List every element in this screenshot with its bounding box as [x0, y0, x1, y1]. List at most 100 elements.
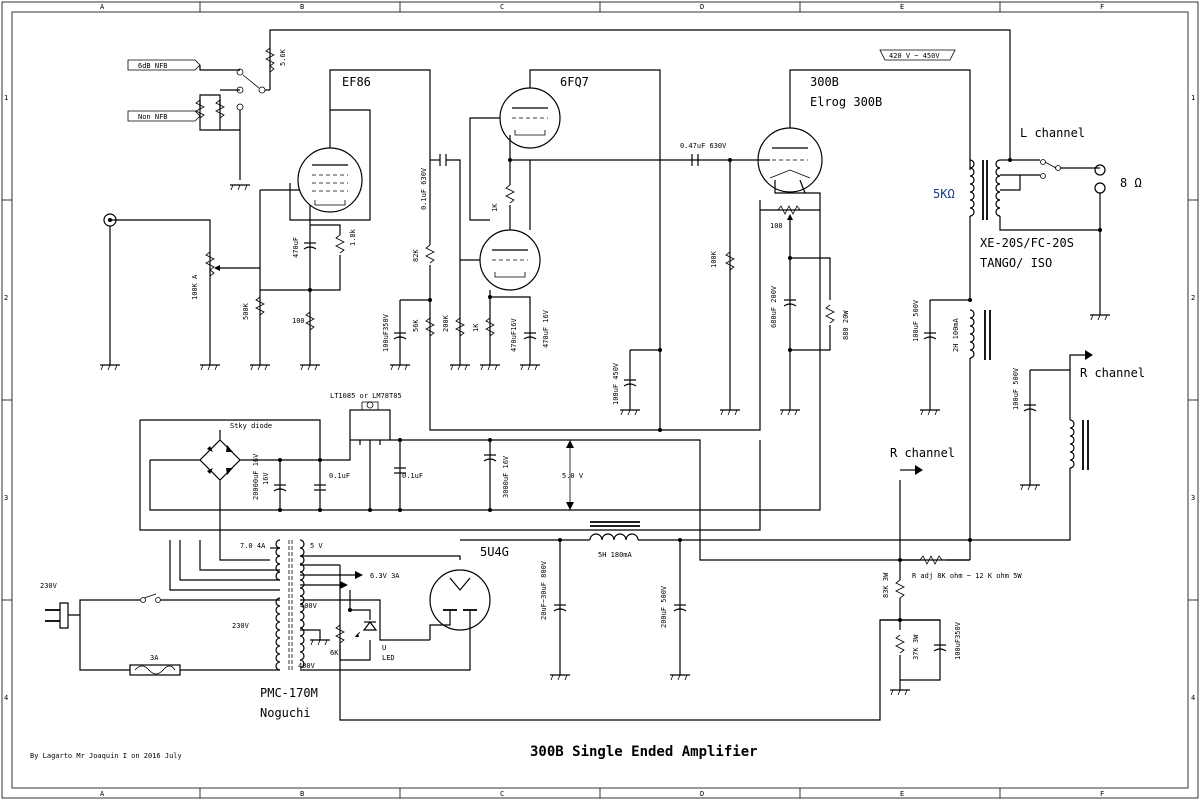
- r-56k-label: 56K: [412, 319, 420, 332]
- col-label-f: F: [1100, 3, 1104, 11]
- nfb-common-contact: [258, 86, 266, 94]
- r-82k-label: 82K: [412, 249, 420, 262]
- c-01uf-b-label: 0.1uF: [402, 472, 423, 480]
- row-label-4-right: 4: [1191, 694, 1195, 702]
- b-plus-rail: 420 V ~ 450V: [269, 29, 1011, 160]
- vol-label: 100K A: [191, 274, 199, 300]
- fuse-icon: [129, 664, 181, 676]
- heater-7a-label: 7.0 4A: [240, 542, 266, 550]
- r-880-label: 880 20W: [842, 310, 850, 340]
- r-100k-label: 100K: [710, 250, 718, 268]
- ptx-brand-label: Noguchi: [260, 706, 311, 720]
- r-channel-out-label: R channel: [1080, 366, 1145, 380]
- primary-label: 230V: [232, 622, 250, 630]
- c-100uf-500v-b-label: 100uF 500V: [1012, 367, 1020, 410]
- 300b-brand-label: Elrog 300B: [810, 95, 882, 109]
- col-label-b: B: [300, 3, 304, 11]
- power-supply: 230V 3A 230V 7.0 4A 5 V 6.3V: [40, 521, 940, 721]
- v-5-label: 5.0 V: [562, 472, 584, 480]
- nfb-contact-top: [236, 68, 244, 76]
- col-label-e: E: [900, 3, 904, 11]
- col-label-b-bottom: B: [300, 790, 304, 798]
- col-label-a: A: [100, 3, 105, 11]
- speaker-terminal-icon[interactable]: [1094, 164, 1106, 176]
- row-label-3: 3: [4, 494, 8, 502]
- 6fq7-stage: 6FQ7 1K 1K 470uF16V 470uF 16V: [460, 69, 700, 430]
- r-83k-label: 83K 3W: [882, 572, 890, 598]
- c-200uf-label: 200uF 500V: [660, 585, 668, 628]
- c-047uf-label: 0.47uF 630V: [680, 142, 727, 150]
- 5u4g-label: 5U4G: [480, 545, 509, 559]
- col-label-e-bottom: E: [900, 790, 904, 798]
- opt-impedance-label: 5KΩ: [933, 187, 955, 201]
- speaker-label: 8 Ω: [1120, 176, 1142, 190]
- r-channel-mid-label: R channel: [890, 446, 955, 460]
- r-200k-label: 200K: [442, 314, 450, 332]
- c-01uf-a-label: 0.1uF: [329, 472, 350, 480]
- c-20000uf-label: 20000uF 16V: [252, 453, 260, 500]
- c-100uf-450v-label: 100uF 450V: [612, 362, 620, 405]
- output-transformer: 5KΩ 8 Ω L channel XE-20S/FC-20S TANGO/ I…: [933, 126, 1142, 321]
- c-100uf-350v-b-label: 100uF350V: [954, 621, 962, 660]
- bridge-rectifier-icon: [199, 439, 241, 481]
- ef86-label: EF86: [342, 75, 371, 89]
- led-label: LED: [382, 654, 395, 662]
- ptx-label: PMC-170M: [260, 686, 318, 700]
- regulator-ic-icon: [349, 409, 391, 441]
- led-icon: [355, 621, 378, 637]
- choke-5h-label: 5H 180mA: [598, 551, 633, 559]
- c-01uf-630v-label: 0.1uF 630V: [420, 167, 428, 210]
- row-label-2: 2: [4, 294, 8, 302]
- speaker-ground-terminal-icon[interactable]: [1094, 182, 1106, 194]
- 300b-label: 300B: [810, 75, 839, 89]
- c-20000uf-v-label: 16V: [262, 472, 270, 485]
- nfb-selector: 6dB NFB Non NFB 5.6K: [127, 47, 287, 191]
- c-470uf-label: 470uF: [292, 237, 300, 258]
- col-label-f-bottom: F: [1100, 790, 1104, 798]
- r-6k-label: 6K: [330, 649, 339, 657]
- col-label-c-bottom: C: [500, 790, 504, 798]
- 300b-stage: 0.47uF 630V 100K 100uF 450V 300B Elrog 3…: [149, 69, 971, 511]
- 6fq7-label: 6FQ7: [560, 75, 589, 89]
- filament-regulator: LT1085 or LM78T05 5.0 V Stky diode 20000…: [139, 392, 970, 561]
- choke-2h-label: 2H 100mA: [952, 317, 960, 352]
- ef86-stage: EF86 1.8k 470uF 100: [260, 69, 431, 371]
- row-label-1-right: 1: [1191, 94, 1195, 102]
- regulator-label: LT1085 or LM78T05: [330, 392, 402, 400]
- nfb-non-label: Non NFB: [138, 113, 168, 121]
- heater-63-label: 6.3V 3A: [370, 572, 400, 580]
- 5u4g-tube-icon: [429, 569, 491, 631]
- author-credit: By Lagarto Mr Joaquin I on 2016 July: [30, 752, 182, 760]
- r-100-300b-label: 100: [770, 222, 783, 230]
- input-stage: 100K A 500K: [100, 190, 270, 371]
- r-100-ef86-label: 100: [292, 317, 305, 325]
- c-100uf-350v-label: 100uF350V: [382, 313, 390, 352]
- c-680uf-label: 680uF 200V: [770, 285, 778, 328]
- r-5k6-label: 5.6K: [279, 48, 287, 66]
- b-plus-label: 420 V ~ 450V: [889, 52, 940, 60]
- row-label-3-right: 3: [1191, 494, 1195, 502]
- r-1k-cath-label: 1K: [472, 323, 480, 332]
- interstage-network: 0.1uF 630V 82K 100uF350V 56K 200K: [382, 154, 761, 431]
- opt-model-label: XE-20S/FC-20S: [980, 236, 1074, 250]
- ef86-tube-icon: [297, 147, 363, 213]
- col-label-d-bottom: D: [700, 790, 704, 798]
- c-470uf-16v-b-label: 470uF 16V: [542, 309, 550, 348]
- mains-label: 230V: [40, 582, 58, 590]
- power-switch-icon[interactable]: [143, 593, 157, 599]
- row-label-1: 1: [4, 94, 8, 102]
- l-channel-label: L channel: [1020, 126, 1085, 140]
- opt-brand-label: TANGO/ ISO: [980, 256, 1052, 270]
- diagram-title: 300B Single Ended Amplifier: [530, 744, 758, 760]
- col-label-c: C: [500, 3, 504, 11]
- r-37k-label: 37K 3W: [912, 634, 920, 660]
- col-label-a-bottom: A: [100, 790, 105, 798]
- row-label-2-right: 2: [1191, 294, 1195, 302]
- fuse-label: 3A: [150, 654, 159, 662]
- diode-label: Stky diode: [230, 422, 272, 430]
- c-3000uf-label: 3000uF 16V: [502, 455, 510, 498]
- r-1k8-label: 1.8k: [349, 228, 357, 246]
- row-label-4: 4: [4, 694, 8, 702]
